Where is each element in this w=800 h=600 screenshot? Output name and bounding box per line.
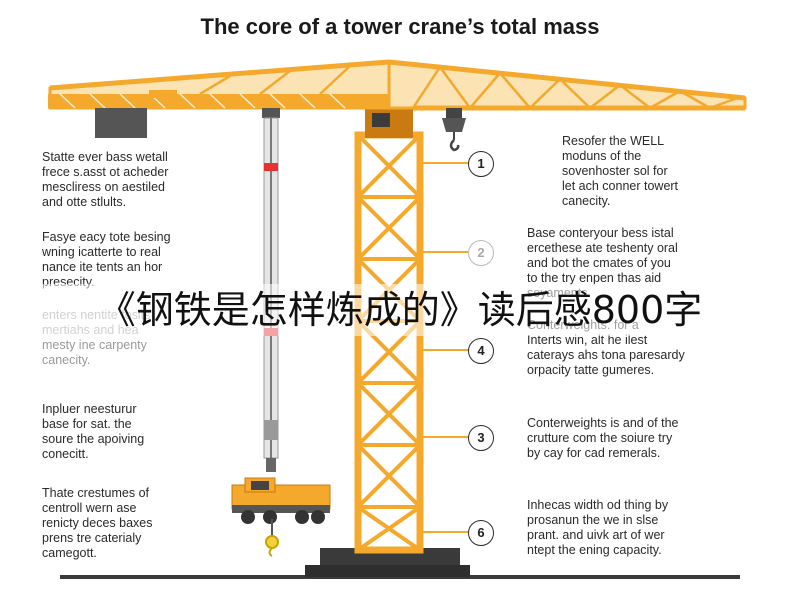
cab-window [372,113,390,127]
right-note-6: Inhecas width od thing by prosanun the w… [527,498,669,557]
counter-jib [48,59,391,110]
overlay-title: 《钢铁是怎样炼成的》读后感800字 [0,284,800,336]
crane-base-plate [305,565,470,577]
number-badge-1: 1 [468,151,494,177]
page-title: The core of a tower crane’s total mass [200,14,600,39]
left-note-1: Statte ever bass wetall frece s.asst ot … [42,150,169,209]
left-note-2: Fasye eacy tote besing wning icatterte t… [42,230,171,289]
right-note-2: Base conteryour bess istal ercethese ate… [527,226,678,300]
number-badge-3: 3 [468,425,494,451]
left-note-5: Thate crestumes of centroll wern ase ren… [42,486,153,560]
jib-hook [442,108,466,152]
left-note-4: Inpluer neesturur base for sat. the sour… [42,402,145,461]
number-badge-2: 2 [468,240,494,266]
number-badge-6: 6 [468,520,494,546]
right-note-3: Conterweights is and of the crutture com… [527,416,679,460]
truck-load [231,477,331,557]
crane-jib [387,59,747,111]
crane-mast [354,131,424,554]
cable-marker-1 [264,163,278,171]
right-note-1: Resofer the WELL moduns of the sovenhost… [562,134,679,208]
number-badge-4: 4 [468,338,494,364]
counterweight-block [95,108,147,138]
